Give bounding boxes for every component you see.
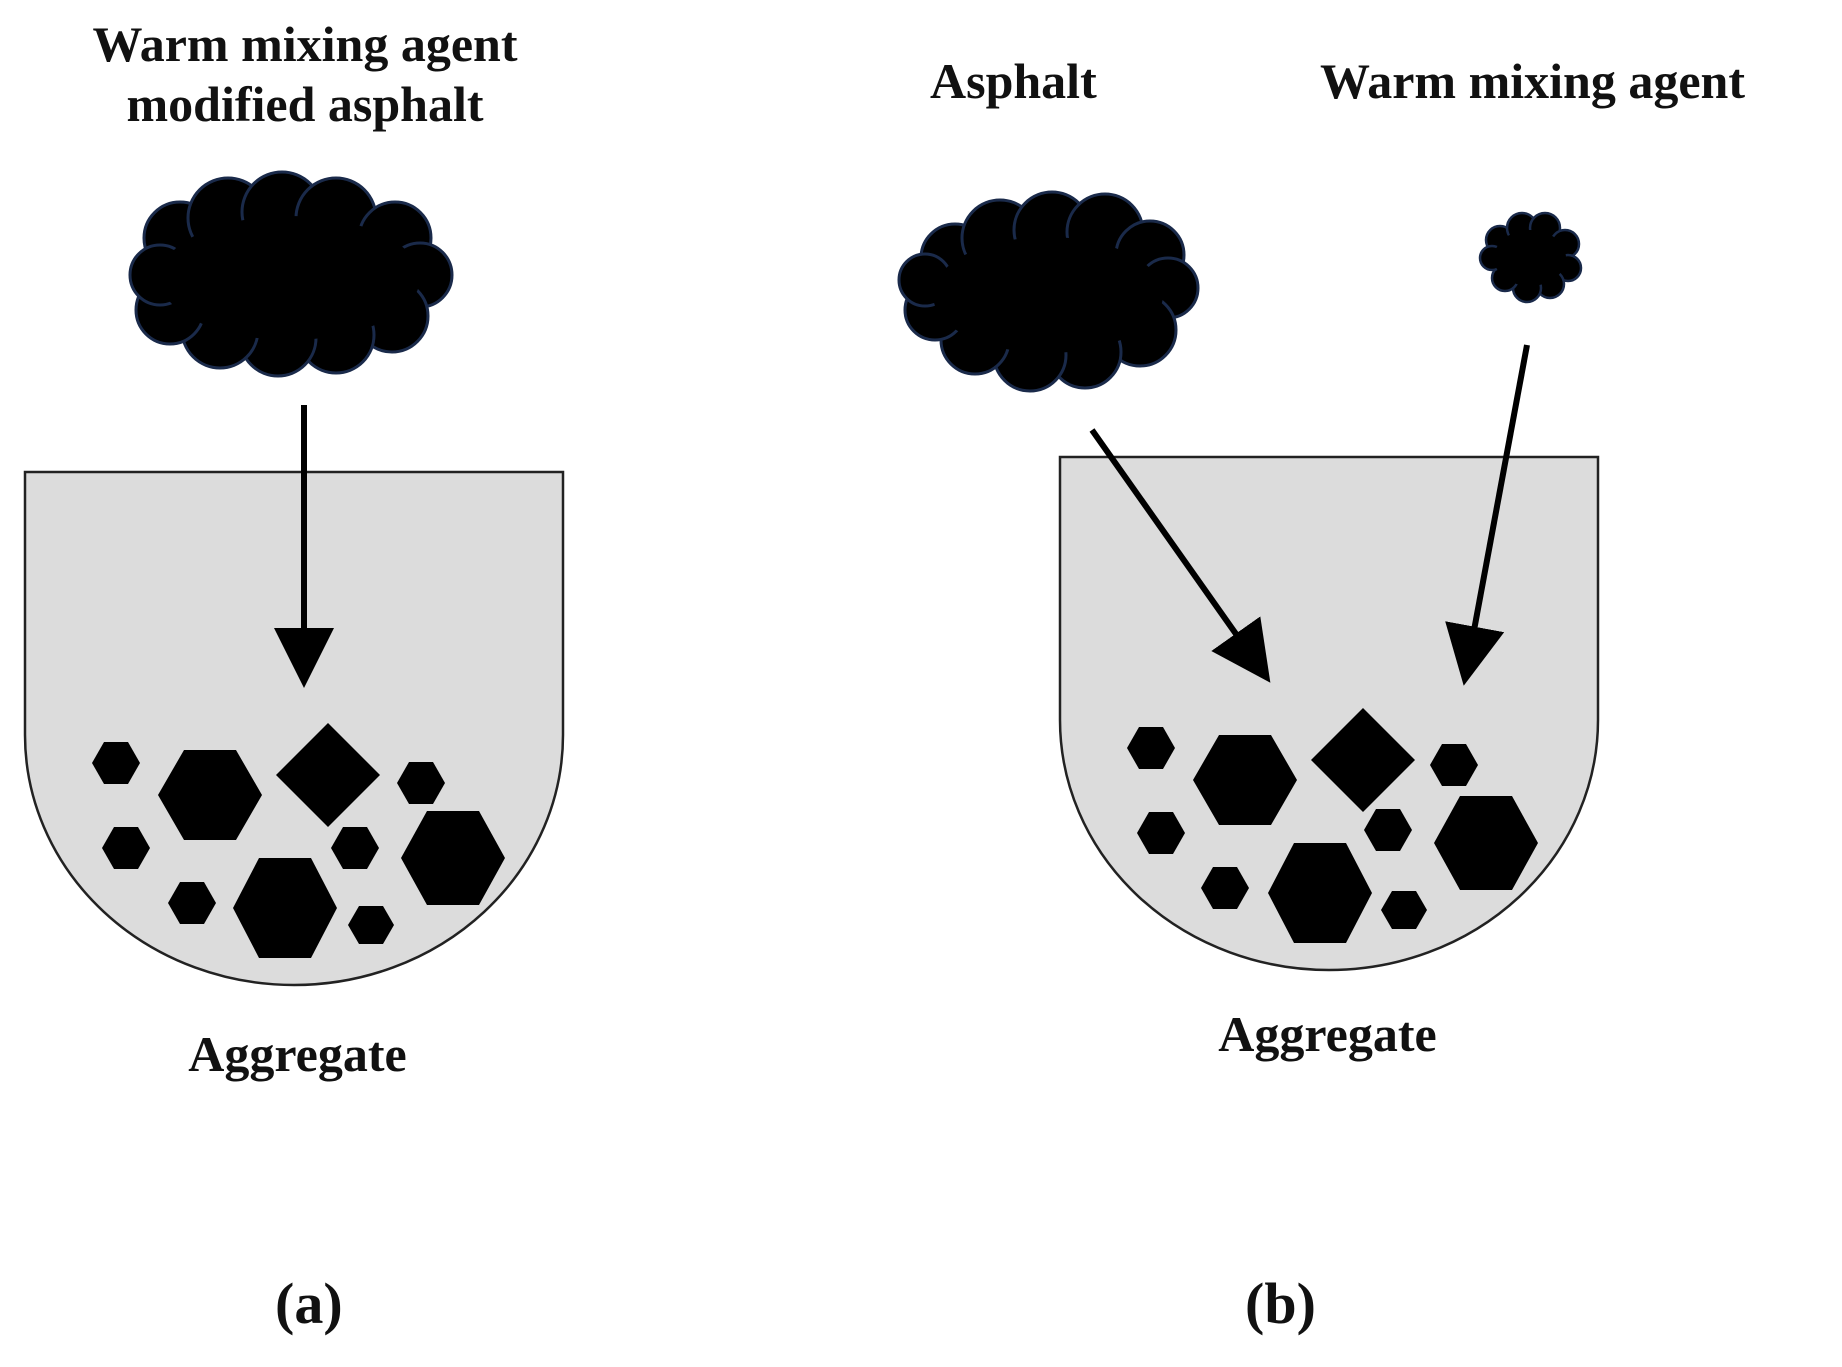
asphalt-cloud-a <box>128 170 454 378</box>
aggregate-label-b: Aggregate <box>1218 1006 1437 1062</box>
agent-label-b: Warm mixing agent <box>1320 53 1745 109</box>
aggregate-particles-a <box>92 723 505 958</box>
asphalt-cloud-b <box>897 190 1200 393</box>
panel-a <box>23 170 565 987</box>
title-a: Warm mixing agent modified asphalt <box>0 14 610 134</box>
arrow-agent-b <box>1445 344 1530 686</box>
arrow-asphalt-b <box>1089 428 1271 683</box>
panel-b <box>897 190 1600 972</box>
panel-label-b: (b) <box>1245 1271 1316 1336</box>
asphalt-label-b: Asphalt <box>930 53 1097 109</box>
agent-cloud-b <box>1478 211 1583 304</box>
title-a-line1: Warm mixing agent <box>92 16 518 72</box>
aggregate-particles-b <box>1127 708 1538 943</box>
aggregate-label-a: Aggregate <box>188 1026 407 1082</box>
panel-label-a: (a) <box>275 1271 343 1336</box>
title-a-line2: modified asphalt <box>126 76 484 132</box>
